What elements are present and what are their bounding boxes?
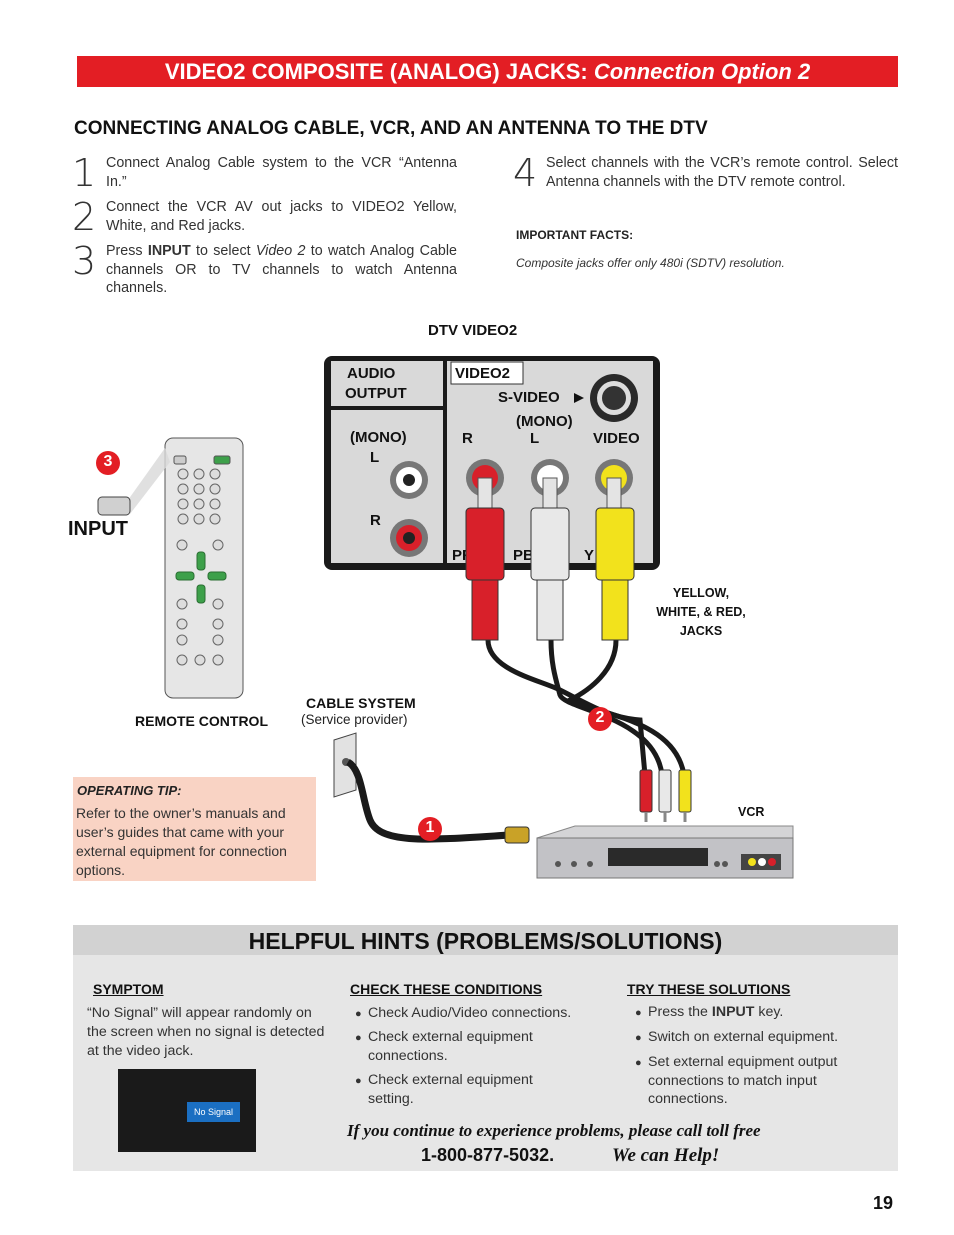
step-3-text: Press INPUT to select Video 2 to watch A… (106, 243, 457, 296)
step-4-number: 4 (513, 151, 538, 195)
panel-pb-label: PB (513, 547, 534, 564)
connection-diagram: AUDIO OUTPUT VIDEO2 S-VIDEO (MONO) L R (… (96, 356, 794, 879)
page-number: 19 (873, 1193, 894, 1213)
vcr-plugs (639, 769, 692, 822)
panel-mono-left: (MONO) (350, 429, 407, 446)
panel-output-label: OUTPUT (345, 385, 407, 402)
solution-item-2: Switch on external equipment. (635, 1028, 888, 1047)
vcr-device (536, 825, 794, 879)
callout-2: 2 (595, 709, 605, 726)
cable-system-sub: (Service provider) (301, 712, 408, 727)
call-toll-free-text: If you continue to experience problems, … (347, 1121, 761, 1140)
check-item-2: Check external equipment connections. (355, 1028, 568, 1065)
check-item-1: Check Audio/Video connections. (355, 1004, 608, 1023)
callout-badges (96, 451, 612, 841)
input-label: INPUT (68, 518, 128, 540)
av-cables (485, 639, 687, 776)
panel-video2-label: VIDEO2 (455, 365, 510, 382)
symptom-heading: SYMPTOM (93, 981, 164, 997)
jacks-label: YELLOW, WHITE, & RED, JACKS (656, 586, 746, 638)
step-2-number: 2 (72, 195, 97, 239)
check-item-3: Check external equipment setting. (355, 1071, 568, 1108)
symptom-text: “No Signal” will appear randomly on the … (87, 1005, 325, 1059)
important-facts-text: Composite jacks offer only 480i (SDTV) r… (516, 256, 785, 270)
cable-system-label: CABLE SYSTEM (306, 695, 416, 711)
panel-video-label: VIDEO (593, 430, 640, 447)
remote-control-label: REMOTE CONTROL (135, 713, 268, 729)
operating-tip-text: Refer to the owner’s manuals and user’s … (76, 805, 287, 878)
step-1-number: 1 (72, 151, 97, 195)
remote-control (164, 437, 244, 699)
vcr-label: VCR (738, 805, 765, 819)
panel-r-left: R (370, 512, 381, 529)
rca-plugs (465, 477, 635, 641)
panel-l-mid: L (530, 430, 539, 447)
coax-cable (345, 758, 511, 843)
step-3-number: 3 (72, 239, 97, 283)
dtv-video2-label: DTV VIDEO2 (428, 322, 518, 339)
panel-audio-label: AUDIO (347, 365, 396, 382)
phone-number: 1-800-877-5032. (421, 1145, 555, 1165)
try-solutions-heading: TRY THESE SOLUTIONS (627, 981, 791, 997)
solution-item-3: Set external equipment output connection… (635, 1053, 873, 1109)
important-facts-heading: IMPORTANT FACTS: (516, 228, 634, 242)
tv-jack-panel: AUDIO OUTPUT VIDEO2 S-VIDEO (MONO) L R (… (324, 356, 660, 570)
no-signal-screen: No Signal (118, 1069, 256, 1152)
callout-3: 3 (103, 453, 113, 470)
step-4-text: Select channels with the VCR’s remote co… (546, 155, 898, 190)
coax-connector (504, 826, 530, 844)
solution-item-1: Press the INPUT key. (635, 1003, 888, 1022)
panel-r-mid: R (462, 430, 473, 447)
banner-title: VIDEO2 COMPOSITE (ANALOG) JACKS: (164, 59, 588, 84)
banner-subtitle: Connection Option 2 (593, 59, 811, 84)
panel-l-left: L (370, 449, 379, 466)
operating-tip-box: OPERATING TIP: Refer to the owner’s manu… (73, 777, 316, 881)
step-2-text: Connect the VCR AV out jacks to VIDEO2 Y… (106, 199, 457, 234)
operating-tip-heading: OPERATING TIP: (77, 783, 182, 798)
no-signal-badge: No Signal (187, 1102, 240, 1122)
panel-svideo-label: S-VIDEO (498, 389, 560, 406)
helpful-hints-title: HELPFUL HINTS (PROBLEMS/SOLUTIONS) (73, 925, 898, 955)
check-conditions-heading: CHECK THESE CONDITIONS (350, 981, 543, 997)
we-can-help-text: We can Help! (612, 1145, 720, 1166)
step-1-text: Connect Analog Cable system to the VCR “… (106, 155, 457, 190)
panel-mono-mid: (MONO) (516, 413, 573, 430)
callout-1: 1 (425, 819, 435, 836)
section-title: CONNECTING ANALOG CABLE, VCR, AND AN ANT… (74, 118, 708, 139)
page-banner: VIDEO2 COMPOSITE (ANALOG) JACKS: Connect… (77, 56, 898, 87)
panel-y-label: Y (584, 547, 594, 564)
input-button-illustration (97, 496, 131, 516)
